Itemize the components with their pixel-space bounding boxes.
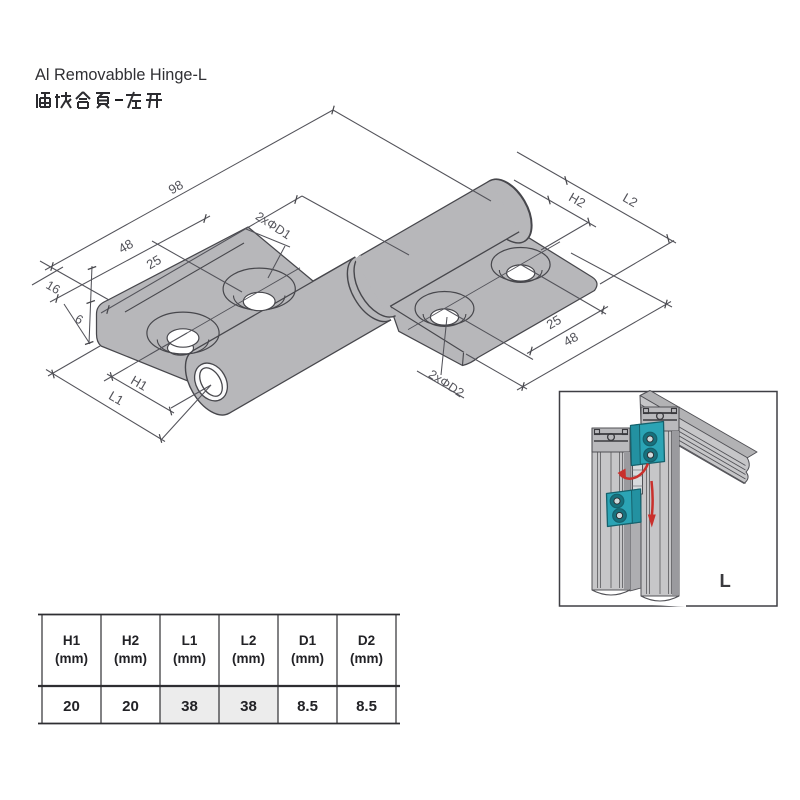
svg-text:L1: L1 (182, 633, 198, 648)
svg-text:L2: L2 (620, 190, 640, 210)
svg-text:(mm): (mm) (55, 651, 88, 666)
svg-text:D2: D2 (358, 633, 375, 648)
svg-text:98: 98 (166, 177, 186, 197)
svg-text:38: 38 (240, 698, 257, 715)
svg-text:8.5: 8.5 (356, 698, 377, 715)
svg-text:(mm): (mm) (114, 651, 147, 666)
svg-text:25: 25 (544, 312, 564, 332)
svg-text:H1: H1 (63, 633, 81, 648)
svg-text:20: 20 (63, 698, 80, 715)
svg-text:8.5: 8.5 (297, 698, 318, 715)
svg-text:(mm): (mm) (173, 651, 206, 666)
svg-text:H1: H1 (128, 372, 150, 393)
svg-text:H2: H2 (566, 189, 588, 210)
svg-text:(mm): (mm) (291, 651, 324, 666)
svg-text:20: 20 (122, 698, 139, 715)
svg-text:(mm): (mm) (232, 651, 265, 666)
svg-text:16: 16 (43, 278, 62, 297)
svg-text:Al Removabble Hinge-L: Al Removabble Hinge-L (35, 66, 207, 84)
svg-text:48: 48 (116, 236, 136, 256)
svg-text:H2: H2 (122, 633, 139, 648)
svg-text:L2: L2 (241, 633, 257, 648)
svg-text:38: 38 (181, 698, 198, 715)
svg-text:48: 48 (561, 329, 581, 349)
svg-text:25: 25 (144, 252, 164, 272)
svg-text:L: L (720, 570, 731, 591)
svg-text:(mm): (mm) (350, 651, 383, 666)
svg-text:D1: D1 (299, 633, 317, 648)
svg-text:L1: L1 (106, 388, 126, 408)
